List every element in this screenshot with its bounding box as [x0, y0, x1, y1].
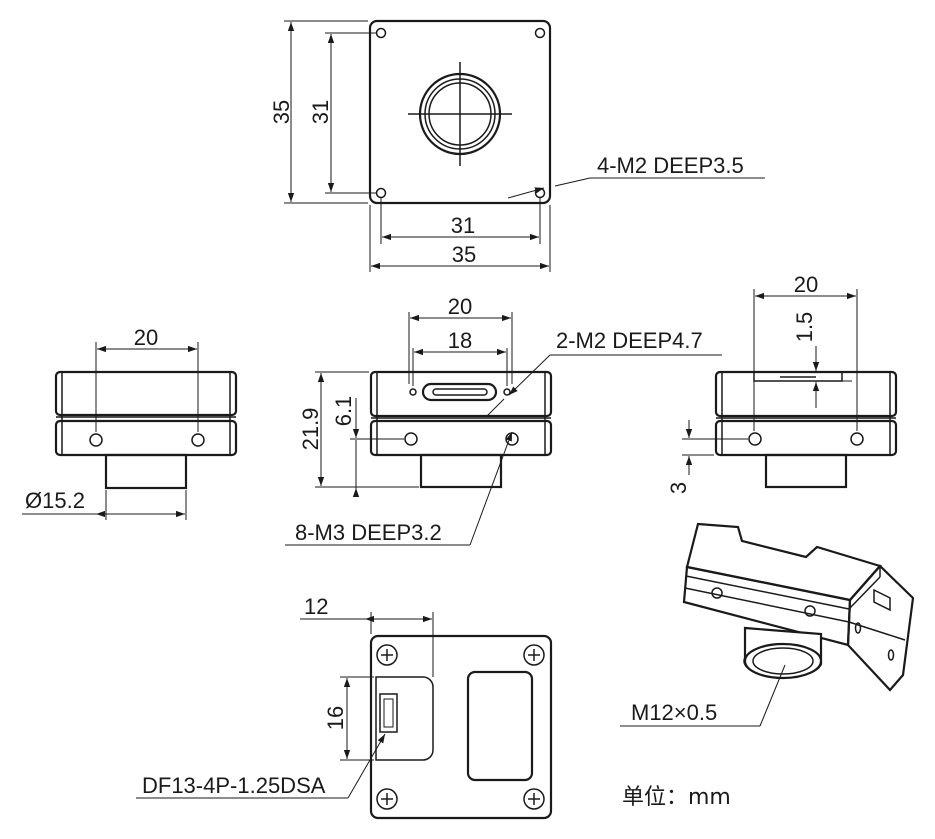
dim-spacing-inner: 18: [448, 328, 472, 353]
front-view-body-top: [369, 370, 553, 418]
dim-width-outer: 35: [452, 242, 476, 267]
top-view: 35 31 31 35 4-M2 DEEP3.5: [269, 19, 765, 272]
dim-connector-offset: 12: [304, 594, 328, 619]
dim-spacing-outer: 20: [448, 294, 472, 319]
usb3-connector: [421, 382, 498, 402]
dim-lens-diameter: Ø15.2: [25, 488, 85, 513]
dim-width: 20: [794, 272, 818, 297]
corner-hole: [534, 27, 546, 39]
iso-hole: [854, 622, 862, 634]
left-view: 20 Ø15.2: [22, 325, 238, 520]
dim-recess: 1.5: [792, 312, 817, 343]
side-hole: [404, 432, 418, 446]
lens-barrel: [419, 453, 503, 489]
side-hole: [191, 433, 205, 447]
iso-lens-ring: [752, 647, 814, 675]
front-view: 20 18 21.9 6.1 2-M2 DEEP4.7 8-M3 DEEP3.2: [285, 294, 722, 546]
df13-connector: [379, 693, 398, 733]
screw-icon: [376, 644, 398, 666]
top-hole: [503, 388, 511, 396]
back-view-body: [369, 634, 553, 820]
iso-hole: [887, 649, 895, 661]
callout-lens-thread: M12×0.5: [631, 700, 717, 725]
dim-height-inner: 31: [308, 100, 333, 124]
top-hole: [409, 388, 417, 396]
top-view-body: [368, 19, 552, 205]
isometric-view: M12×0.5: [620, 522, 915, 727]
right-view-body-bottom: [714, 419, 898, 457]
iso-usb-port: [873, 588, 891, 612]
back-view: 12 16 DF13-4P-1.25DSA: [136, 594, 553, 820]
iso-hole: [804, 605, 816, 617]
iso-side-face: [846, 564, 915, 692]
callout-top-holes: 2-M2 DEEP4.7: [556, 328, 703, 353]
iso-hole: [711, 587, 723, 599]
corner-hole: [375, 27, 387, 39]
right-view: 20 1.5 3: [666, 272, 898, 494]
side-hole: [850, 432, 864, 446]
unit-label: 单位：mm: [622, 785, 731, 810]
callout-connector: DF13-4P-1.25DSA: [142, 773, 326, 798]
iso-lens-front: [743, 642, 823, 680]
dim-connector-height: 16: [323, 706, 348, 730]
dim-hole-height: 6.1: [331, 396, 356, 427]
left-view-body-bottom: [54, 419, 238, 457]
label-window: [466, 670, 534, 782]
callout-mount-holes: 4-M2 DEEP3.5: [597, 153, 744, 178]
screw-icon: [523, 644, 545, 666]
callout-side-holes: 8-M3 DEEP3.2: [295, 520, 442, 545]
lens-barrel: [104, 453, 188, 490]
lens-barrel: [764, 453, 848, 489]
right-view-body-top: [714, 370, 898, 418]
side-hole: [89, 433, 103, 447]
screw-icon: [376, 788, 398, 810]
screw-icon: [523, 788, 545, 810]
dim-hole-spacing: 20: [134, 325, 158, 350]
side-hole: [748, 432, 762, 446]
dim-hole-offset: 3: [666, 482, 691, 494]
dim-height-outer: 35: [269, 100, 294, 124]
left-view-body-top: [54, 370, 238, 417]
connector-board: [375, 676, 434, 761]
dim-total-height: 21.9: [298, 408, 323, 451]
dim-width-inner: 31: [451, 213, 475, 238]
corner-hole: [375, 187, 387, 199]
front-view-body-bottom: [369, 419, 553, 457]
